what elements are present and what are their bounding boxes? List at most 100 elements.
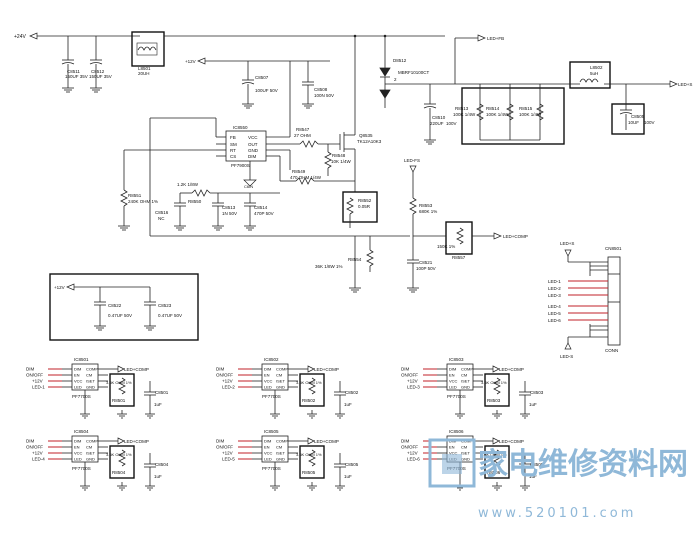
driver-pin-left: DIM: [449, 367, 456, 372]
c8510-volt: 100V: [446, 121, 457, 126]
watermark-url: www.520101.com: [478, 506, 636, 521]
svg-text:FB: FB: [230, 135, 236, 140]
driver-pin-left: VCC: [264, 451, 273, 456]
driver-pin-right: CM: [461, 445, 467, 450]
q8535-ref: Q8535: [359, 133, 373, 138]
svg-text:+12V: +12V: [185, 59, 196, 64]
r8550-val: 1.2K 1/8W: [177, 182, 199, 187]
driver-res-value: 3.6K OHM 1%: [106, 452, 132, 457]
driver-cap-ref: C8503: [530, 390, 544, 395]
c8510-ref: C8510: [432, 115, 446, 120]
svg-text:LED+S: LED+S: [560, 241, 574, 246]
r8515-ref: R8515: [519, 106, 533, 111]
ic8550-ref: IC8550: [233, 125, 248, 130]
r8515-val: 100K 1/4W: [519, 112, 542, 117]
c8514-ref: C8514: [254, 205, 268, 210]
q8535-val: TK12A10K3: [357, 139, 382, 144]
driver-pin-right: GND: [276, 385, 285, 390]
svg-text:LED-FS: LED-FS: [404, 158, 420, 163]
c8516-ref: C8516: [155, 210, 169, 215]
net-flag-led-s-right: LED+S: [669, 80, 692, 88]
driver-pin-left: EN: [449, 373, 455, 378]
driver-input-label: ON/OFF: [401, 373, 418, 378]
svg-text:LED-5: LED-5: [548, 311, 561, 316]
connector-led-labels: LED-1 LED-2 LED-3 LED-4 LED-5 LED-6: [548, 279, 561, 323]
c8507-val: 100UF 50V: [255, 88, 278, 93]
driver-pin-right: ISET: [461, 451, 470, 456]
bleeder-resistor-box: [461, 87, 565, 145]
driver-input-label: DIM: [216, 367, 225, 372]
driver-input-label: ON/OFF: [216, 373, 233, 378]
r8554-val: 36K 1/8W 1%: [315, 264, 343, 269]
driver-ic-2: [261, 363, 289, 391]
driver-res-value: 3.6K OHM 1%: [481, 452, 507, 457]
c8523-ref: C8523: [158, 303, 172, 308]
driver-res-ref: R8505: [302, 470, 316, 475]
driver-pin-left: EN: [74, 373, 80, 378]
driver-pin-right: CM: [276, 373, 282, 378]
driver-ic-1: [71, 363, 99, 391]
d8512-pin2: 2: [394, 77, 397, 82]
driver-pin-left: VCC: [449, 451, 458, 456]
r8513-val: 100K 1/4W: [453, 112, 476, 117]
net-flag-led-fb: LED+FB: [477, 34, 504, 42]
driver-pin-right: COMP: [276, 367, 288, 372]
driver-led-label: LED-5: [222, 457, 235, 462]
svg-text:LED-2: LED-2: [548, 286, 561, 291]
driver-res-box: [299, 373, 325, 407]
driver-comp-net: LED+COMP: [499, 439, 524, 444]
c8521-ref: C8521: [419, 260, 433, 265]
c8505-volt: 100V: [644, 120, 655, 125]
r8557-val: 150K 1%: [437, 244, 455, 249]
driver-ic-ref: IC8505: [264, 429, 279, 434]
svg-text:RT: RT: [230, 148, 236, 153]
ic8550: [225, 130, 267, 162]
d8512-val: MBRF10100CT: [398, 70, 430, 75]
driver-cap-ref: C8502: [345, 390, 359, 395]
driver-led-label: LED-3: [407, 385, 420, 390]
driver-pin-right: ISET: [86, 379, 95, 384]
svg-text:VCC: VCC: [248, 135, 258, 140]
driver-res-box: [299, 445, 325, 479]
driver-cap-ref: C8505: [345, 462, 359, 467]
cn8501-ref: CN8501: [605, 246, 622, 251]
c8512-val: 150UF 35V: [89, 74, 112, 79]
driver-cap-value: 1uF: [529, 474, 537, 479]
r8557-box: [445, 221, 473, 255]
driver-res-box: [484, 373, 510, 407]
c8510-val: 220UF: [430, 121, 444, 126]
l8502-ref: L8502: [590, 65, 603, 70]
driver-res-ref: R8502: [302, 398, 316, 403]
driver-pin-right: ISET: [276, 379, 285, 384]
driver-input-label: DIM: [401, 439, 410, 444]
r8547-val: 27 OHM: [294, 133, 311, 138]
driver-cap-value: 1uF: [344, 402, 352, 407]
svg-text:DIM: DIM: [248, 154, 257, 159]
r8550-ref: R8550: [188, 199, 202, 204]
c8521-val: 100P 50V: [416, 266, 436, 271]
net-flag-led-comp-main: LED+COMP: [493, 232, 528, 240]
driver-pin-left: EN: [74, 445, 80, 450]
c8505-box: [611, 103, 645, 135]
driver-comp-net: LED+COMP: [314, 367, 339, 372]
c8508-val: 100N 50V: [314, 93, 334, 98]
driver-pin-right: COMP: [86, 439, 98, 444]
l8501-box: [131, 31, 165, 67]
r8552-box: [342, 191, 378, 223]
driver-cap-value: 1uF: [529, 402, 537, 407]
net-flag-led-fs: LED-FS: [404, 158, 420, 173]
c8522-val: 0.47UF 50V: [108, 313, 132, 318]
ic8550-pins-left: FB SM RT CS: [230, 135, 237, 159]
driver-pin-left: DIM: [74, 439, 81, 444]
driver-pin-left: EN: [449, 445, 455, 450]
driver-res-box: [484, 445, 510, 479]
svg-text:LED-6: LED-6: [548, 318, 561, 323]
driver-cap-ref: C8501: [155, 390, 169, 395]
driver-pin-left: VCC: [74, 379, 83, 384]
l8501-val: 20UH: [138, 71, 150, 76]
driver-led-label: LED-2: [222, 385, 235, 390]
driver-ic-part: PF7700S: [72, 394, 91, 399]
driver-pin-left: LED: [264, 385, 272, 390]
